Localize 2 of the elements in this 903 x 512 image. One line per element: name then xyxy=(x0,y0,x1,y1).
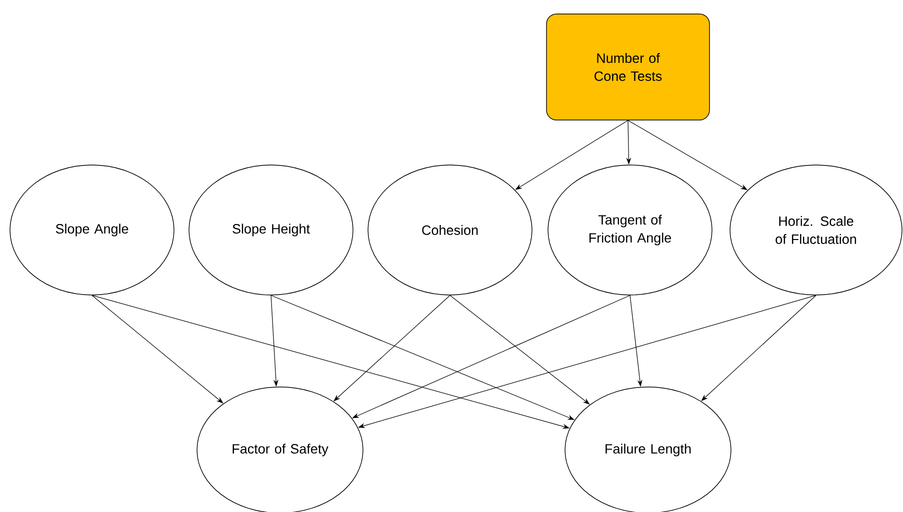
process-box: Number of Cone Tests xyxy=(546,14,710,120)
arrow xyxy=(92,295,224,404)
